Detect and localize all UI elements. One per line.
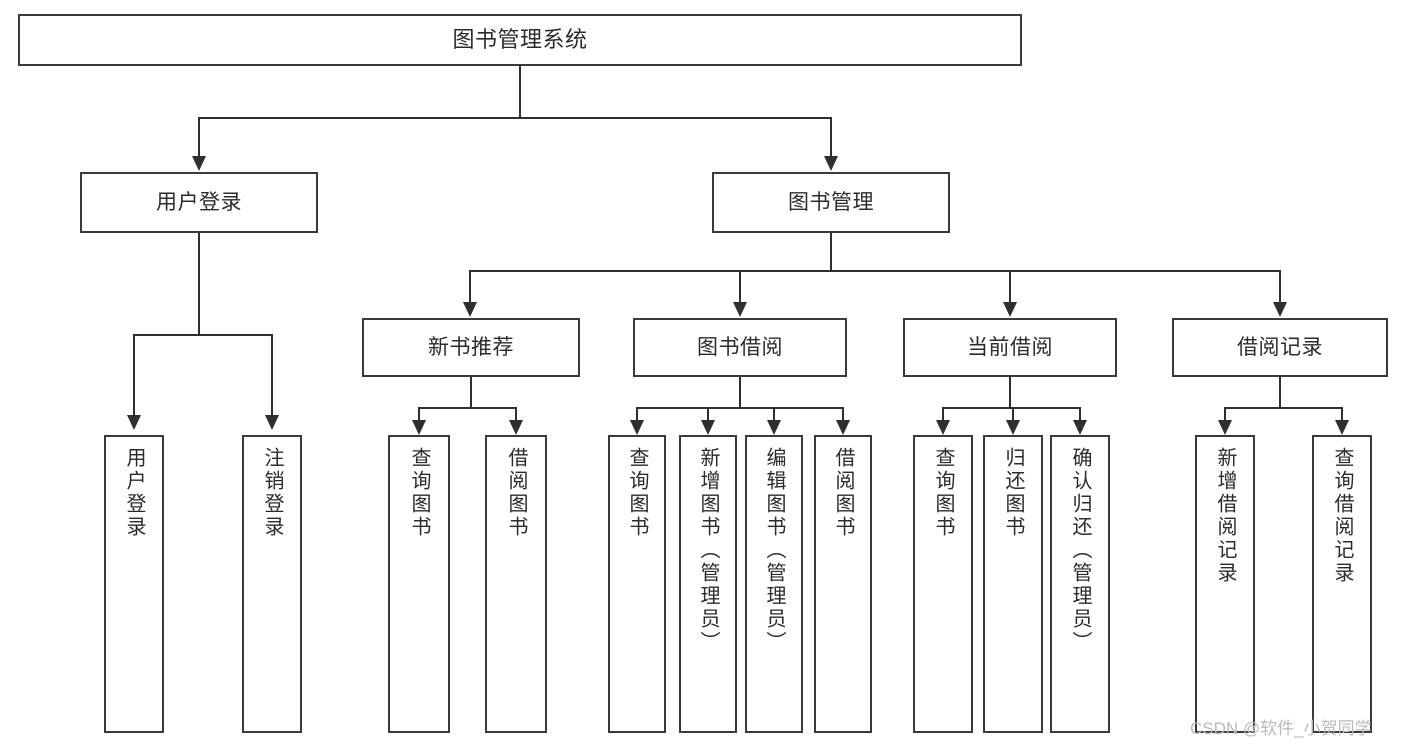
arrow-confirm-return (1073, 420, 1087, 435)
connector-book-management-bus (469, 270, 1280, 272)
arrow-borrow-record (1273, 302, 1287, 317)
node-label: 借阅图书 (505, 447, 527, 539)
leaf-edit-book-admin[interactable]: 编辑图书（管理员） (745, 435, 803, 733)
connector-drop-leaf-logout (271, 334, 273, 416)
connector-drop-query-book-3 (942, 407, 944, 421)
node-label: 新增图书（管理员） (697, 447, 719, 654)
connector-drop-user-login (198, 117, 200, 157)
node-label: 查询图书 (932, 447, 954, 539)
node-book-management[interactable]: 图书管理 (712, 172, 950, 233)
node-label: 查询借阅记录 (1331, 447, 1353, 585)
leaf-add-book-admin[interactable]: 新增图书（管理员） (679, 435, 737, 733)
connector-drop-query-book-2 (636, 407, 638, 421)
node-label: 借阅记录 (1237, 335, 1323, 359)
leaf-confirm-return-admin[interactable]: 确认归还（管理员） (1050, 435, 1110, 733)
node-label: 新书推荐 (428, 335, 514, 359)
connector-drop-borrow-book-1 (515, 407, 517, 421)
connector-new-book-bus (418, 407, 517, 409)
arrow-query-book-1 (412, 420, 426, 435)
node-current-borrow[interactable]: 当前借阅 (903, 318, 1117, 377)
arrow-add-book (701, 420, 715, 435)
node-label: 用户登录 (156, 190, 242, 214)
leaf-query-book-recommend[interactable]: 查询图书 (388, 435, 450, 733)
node-label: 查询图书 (626, 447, 648, 539)
connector-drop-add-book (707, 407, 709, 421)
connector-drop-edit-book (773, 407, 775, 421)
leaf-query-borrow-record[interactable]: 查询借阅记录 (1312, 435, 1372, 733)
leaf-return-book[interactable]: 归还图书 (983, 435, 1043, 733)
node-label: 借阅图书 (832, 447, 854, 539)
node-book-borrow[interactable]: 图书借阅 (633, 318, 847, 377)
connector-drop-borrow-record (1279, 270, 1281, 303)
connector-book-management-stem (830, 233, 832, 271)
node-label: 注销登录 (261, 447, 283, 539)
leaf-logout[interactable]: 注销登录 (242, 435, 302, 733)
arrow-leaf-logout (265, 415, 279, 430)
node-label: 确认归还（管理员） (1069, 447, 1091, 654)
arrow-leaf-user-login (127, 415, 141, 430)
connector-drop-add-record (1224, 407, 1226, 421)
node-label: 用户登录 (123, 447, 145, 539)
connector-root-stem (519, 66, 521, 118)
leaf-query-book-current[interactable]: 查询图书 (913, 435, 973, 733)
node-root-library-system[interactable]: 图书管理系统 (18, 14, 1022, 66)
arrow-current-borrow (1003, 302, 1017, 317)
connector-drop-return-book (1012, 407, 1014, 421)
node-label: 编辑图书（管理员） (763, 447, 785, 654)
arrow-return-book (1006, 420, 1020, 435)
node-borrow-record[interactable]: 借阅记录 (1172, 318, 1388, 377)
connector-drop-new-book (469, 270, 471, 303)
arrow-add-borrow-record (1218, 420, 1232, 435)
connector-drop-book-manage (830, 117, 832, 157)
leaf-add-borrow-record[interactable]: 新增借阅记录 (1195, 435, 1255, 733)
connector-borrow-record-stem (1279, 377, 1281, 408)
node-label: 图书借阅 (697, 335, 783, 359)
leaf-user-login[interactable]: 用户登录 (104, 435, 164, 733)
arrow-edit-book (767, 420, 781, 435)
arrow-borrow-book-2 (836, 420, 850, 435)
arrow-book-manage (824, 156, 838, 171)
node-new-book-recommend[interactable]: 新书推荐 (362, 318, 580, 377)
connector-drop-leaf-user-login (133, 334, 135, 416)
connector-root-bus (198, 117, 832, 119)
connector-book-borrow-bus (636, 407, 844, 409)
arrow-borrow-book-1 (509, 420, 523, 435)
connector-drop-query-record (1341, 407, 1343, 421)
connector-drop-current-borrow (1009, 270, 1011, 303)
connector-user-login-stem (198, 233, 200, 335)
arrow-book-borrow (733, 302, 747, 317)
arrow-user-login (192, 156, 206, 171)
arrow-query-borrow-record (1335, 420, 1349, 435)
node-label: 图书管理系统 (452, 26, 588, 52)
connector-drop-borrow-book-2 (842, 407, 844, 421)
node-label: 新增借阅记录 (1214, 447, 1236, 585)
connector-drop-query-book-1 (418, 407, 420, 421)
node-label: 归还图书 (1002, 447, 1024, 539)
node-label: 图书管理 (788, 190, 874, 214)
leaf-query-book-borrow[interactable]: 查询图书 (608, 435, 666, 733)
connector-new-book-stem (470, 377, 472, 408)
node-user-login[interactable]: 用户登录 (80, 172, 318, 233)
connector-user-login-bus (133, 334, 273, 336)
connector-borrow-record-bus (1224, 407, 1342, 409)
node-label: 当前借阅 (967, 335, 1053, 359)
connector-current-borrow-stem (1009, 377, 1011, 408)
leaf-borrow-book[interactable]: 借阅图书 (814, 435, 872, 733)
node-label: 查询图书 (408, 447, 430, 539)
connector-book-borrow-stem (739, 377, 741, 408)
connector-drop-confirm-return (1079, 407, 1081, 421)
arrow-new-book-recommend (463, 302, 477, 317)
connector-drop-book-borrow (739, 270, 741, 303)
arrow-query-book-3 (936, 420, 950, 435)
arrow-query-book-2 (630, 420, 644, 435)
leaf-borrow-book-recommend[interactable]: 借阅图书 (485, 435, 547, 733)
connector-current-borrow-bus (942, 407, 1081, 409)
